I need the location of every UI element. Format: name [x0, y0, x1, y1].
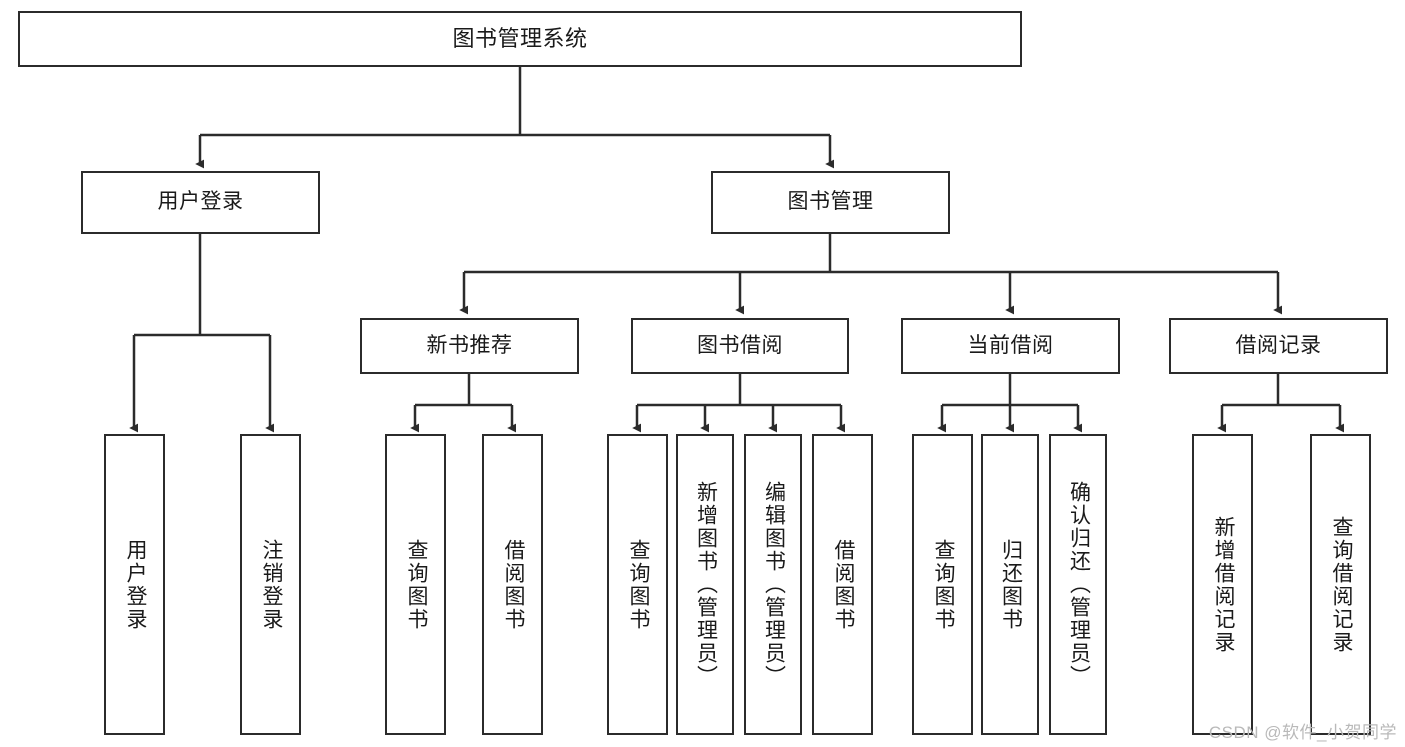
node-new-book-recommend[interactable]: 新书推荐: [360, 318, 579, 374]
node-label: 用户登录: [157, 190, 244, 214]
node-label: 图书管理系统: [452, 26, 588, 52]
leaf-book-borrow-borrow[interactable]: 借阅图书: [812, 434, 873, 735]
leaf-borrow-record-add[interactable]: 新增借阅记录: [1192, 434, 1253, 735]
node-user-login[interactable]: 用户登录: [81, 171, 320, 234]
node-label: 用户登录: [123, 538, 147, 631]
leaf-current-borrow-query[interactable]: 查询图书: [912, 434, 973, 735]
leaf-new-book-query[interactable]: 查询图书: [385, 434, 446, 735]
leaf-borrow-record-query[interactable]: 查询借阅记录: [1310, 434, 1371, 735]
node-borrow-record[interactable]: 借阅记录: [1169, 318, 1388, 374]
node-label: 查询图书: [404, 538, 428, 631]
node-label: 图书借阅: [697, 333, 783, 357]
leaf-user-login-login[interactable]: 用户登录: [104, 434, 165, 735]
node-label: 借阅图书: [501, 538, 525, 631]
node-label: 编辑图书（管理员）: [762, 481, 786, 688]
node-label: 查询图书: [626, 538, 650, 631]
node-label: 图书管理: [787, 190, 874, 214]
node-root-book-management-system[interactable]: 图书管理系统: [18, 11, 1022, 67]
node-book-management[interactable]: 图书管理: [711, 171, 950, 234]
node-label: 查询借阅记录: [1329, 515, 1353, 654]
leaf-book-borrow-query[interactable]: 查询图书: [607, 434, 668, 735]
leaf-book-borrow-add[interactable]: 新增图书（管理员）: [676, 434, 734, 735]
leaf-book-borrow-edit[interactable]: 编辑图书（管理员）: [744, 434, 802, 735]
node-label: 注销登录: [259, 538, 283, 631]
leaf-new-book-borrow[interactable]: 借阅图书: [482, 434, 543, 735]
node-label: 当前借阅: [967, 333, 1054, 357]
node-label: 新书推荐: [426, 333, 513, 357]
node-label: 查询图书: [931, 538, 955, 631]
node-label: 归还图书: [999, 538, 1023, 631]
node-label: 新增图书（管理员）: [694, 481, 718, 688]
leaf-current-borrow-confirm-return[interactable]: 确认归还（管理员）: [1049, 434, 1107, 735]
node-current-borrow[interactable]: 当前借阅: [901, 318, 1120, 374]
node-label: 借阅图书: [831, 538, 855, 631]
node-book-borrow[interactable]: 图书借阅: [631, 318, 849, 374]
leaf-current-borrow-return[interactable]: 归还图书: [981, 434, 1039, 735]
leaf-user-login-logout[interactable]: 注销登录: [240, 434, 301, 735]
node-label: 新增借阅记录: [1211, 515, 1235, 654]
node-label: 借阅记录: [1235, 333, 1322, 357]
node-label: 确认归还（管理员）: [1067, 481, 1091, 688]
